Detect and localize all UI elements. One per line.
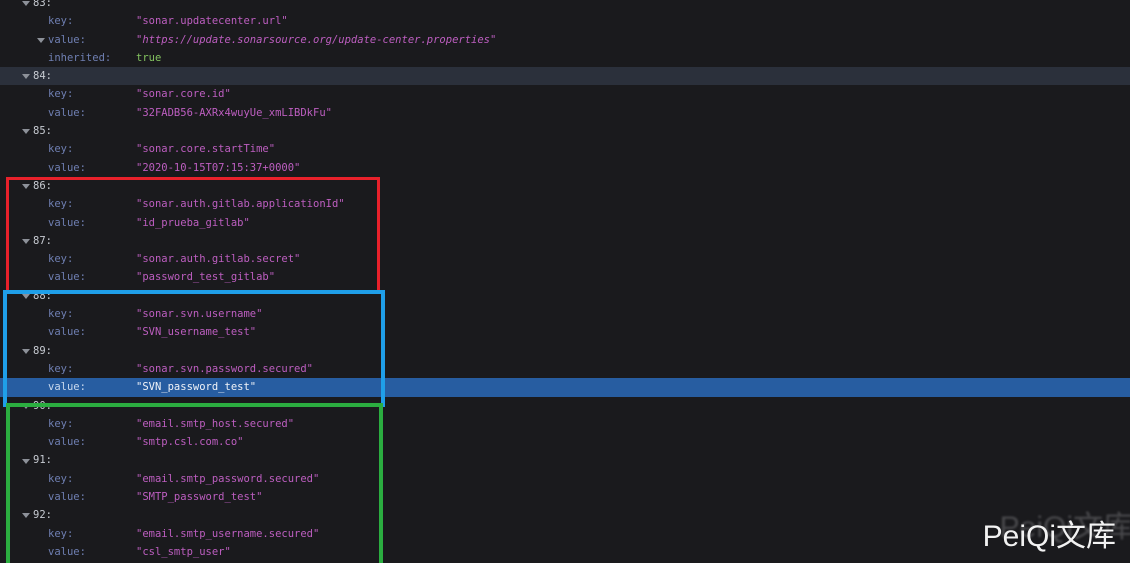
property-value: "2020-10-15T07:15:37+0000" [136,161,301,174]
array-index-label: 90: [33,399,52,412]
property-name-label: value: [48,491,86,504]
property-value: "https://update.sonarsource.org/update-c… [136,33,497,46]
property-value: "sonar.auth.gitlab.secret" [136,253,301,266]
json-property-row[interactable]: value: "SVN_password_test" [0,378,1130,397]
json-array-index-row[interactable]: 84: [0,67,1130,86]
chevron-down-icon[interactable] [22,184,30,190]
json-property-row[interactable]: key: "sonar.svn.password.secured" [0,360,1130,378]
property-name-label: value: [48,326,86,339]
property-value: true [136,51,162,64]
property-value: "email.smtp_password.secured" [136,472,320,485]
property-value: "email.smtp_username.secured" [136,527,320,540]
property-name-label: value: [48,33,86,46]
chevron-down-icon[interactable] [22,1,30,7]
property-name-label: key: [48,472,74,485]
array-index-label: 85: [33,125,52,138]
json-property-row[interactable]: value: "SMTP_password_test" [0,488,1130,506]
property-name-label: key: [48,198,74,211]
chevron-down-icon[interactable] [37,37,45,43]
property-name-label: value: [48,436,86,449]
array-index-label: 83: [33,0,52,9]
json-property-row[interactable]: key: "sonar.updatecenter.url" [0,12,1130,30]
property-value: "password_test_gitlab" [136,271,276,284]
json-array-index-row[interactable]: 87: [0,232,1130,250]
array-index-label: 89: [33,344,52,357]
json-array-index-row[interactable]: 83: [0,0,1130,12]
json-array-index-row[interactable]: 89: [0,342,1130,360]
array-index-label: 87: [33,234,52,247]
property-value: "sonar.svn.password.secured" [136,362,314,375]
json-array-index-row[interactable]: 91: [0,451,1130,469]
chevron-down-icon[interactable] [22,403,30,409]
property-value: "SVN_username_test" [136,326,257,339]
property-name-label: value: [48,161,86,174]
property-value: "smtp.csl.com.co" [136,436,244,449]
property-name-label: value: [48,271,86,284]
json-array-index-row[interactable]: 88: [0,287,1130,305]
property-name-label: key: [48,88,74,101]
property-value: "sonar.updatecenter.url" [136,15,288,28]
property-value: "SMTP_password_test" [136,491,263,504]
chevron-down-icon[interactable] [22,348,30,354]
property-name-label: value: [48,216,86,229]
property-name-label: key: [48,15,74,28]
json-property-row[interactable]: value: "id_prueba_gitlab" [0,214,1130,232]
property-name-label: value: [48,381,86,394]
chevron-down-icon[interactable] [22,129,30,135]
property-value: "id_prueba_gitlab" [136,216,250,229]
property-name-label: key: [48,308,74,321]
property-name-label: value: [48,545,86,558]
property-value: "sonar.auth.gitlab.applicationId" [136,198,345,211]
property-name-label: key: [48,362,74,375]
property-value: "sonar.core.id" [136,88,231,101]
json-property-row[interactable]: key: "sonar.core.startTime" [0,140,1130,158]
property-value: "csl_smtp_user" [136,545,231,558]
array-index-label: 88: [33,289,52,302]
json-property-row[interactable]: key: "sonar.core.id" [0,85,1130,103]
json-array-index-row[interactable]: 92: [0,506,1130,524]
json-property-row[interactable]: key: "sonar.auth.gitlab.applicationId" [0,195,1130,213]
json-property-row[interactable]: value: "32FADB56-AXRx4wuyUe_xmLIBDkFu" [0,104,1130,122]
json-property-row[interactable]: key: "sonar.svn.username" [0,305,1130,323]
property-name-label: key: [48,417,74,430]
json-property-row[interactable]: key: "email.smtp_username.secured" [0,525,1130,543]
property-value: "sonar.core.startTime" [136,143,276,156]
property-value: "sonar.svn.username" [136,308,263,321]
chevron-down-icon[interactable] [22,513,30,519]
chevron-down-icon[interactable] [22,293,30,299]
array-index-label: 92: [33,509,52,522]
property-name-label: inherited: [48,51,112,64]
json-property-row[interactable]: value: "SVN_username_test" [0,323,1130,341]
chevron-down-icon[interactable] [22,239,30,244]
property-name-label: key: [48,143,74,156]
json-property-row[interactable]: key: "email.smtp_host.secured" [0,415,1130,433]
json-array-index-row[interactable]: 90: [0,397,1130,415]
json-property-row[interactable]: key: "email.smtp_password.secured" [0,470,1130,488]
json-property-row[interactable]: key: "sonar.auth.gitlab.secret" [0,250,1130,268]
array-index-label: 91: [33,454,52,467]
json-property-row[interactable]: value: "https://update.sonarsource.org/up… [0,31,1130,49]
property-name-label: value: [48,106,86,119]
json-property-row[interactable]: value: "smtp.csl.com.co" [0,433,1130,451]
json-array-index-row[interactable]: 86: [0,177,1130,195]
chevron-down-icon[interactable] [22,74,30,80]
chevron-down-icon[interactable] [22,458,30,464]
property-value: "email.smtp_host.secured" [136,417,295,430]
array-index-label: 84: [33,70,52,83]
json-property-row[interactable]: value: "csl_smtp_user" [0,543,1130,561]
property-name-label: key: [48,527,74,540]
property-value: "32FADB56-AXRx4wuyUe_xmLIBDkFu" [136,106,332,119]
property-name-label: key: [48,253,74,266]
property-value: "SVN_password_test" [136,381,257,394]
json-property-row[interactable]: value: "password_test_gitlab" [0,268,1130,286]
array-index-label: 86: [33,179,52,192]
json-property-row[interactable]: value: "2020-10-15T07:15:37+0000" [0,159,1130,177]
json-property-row[interactable]: inherited: true [0,49,1130,67]
json-array-index-row[interactable]: 85: [0,122,1130,140]
